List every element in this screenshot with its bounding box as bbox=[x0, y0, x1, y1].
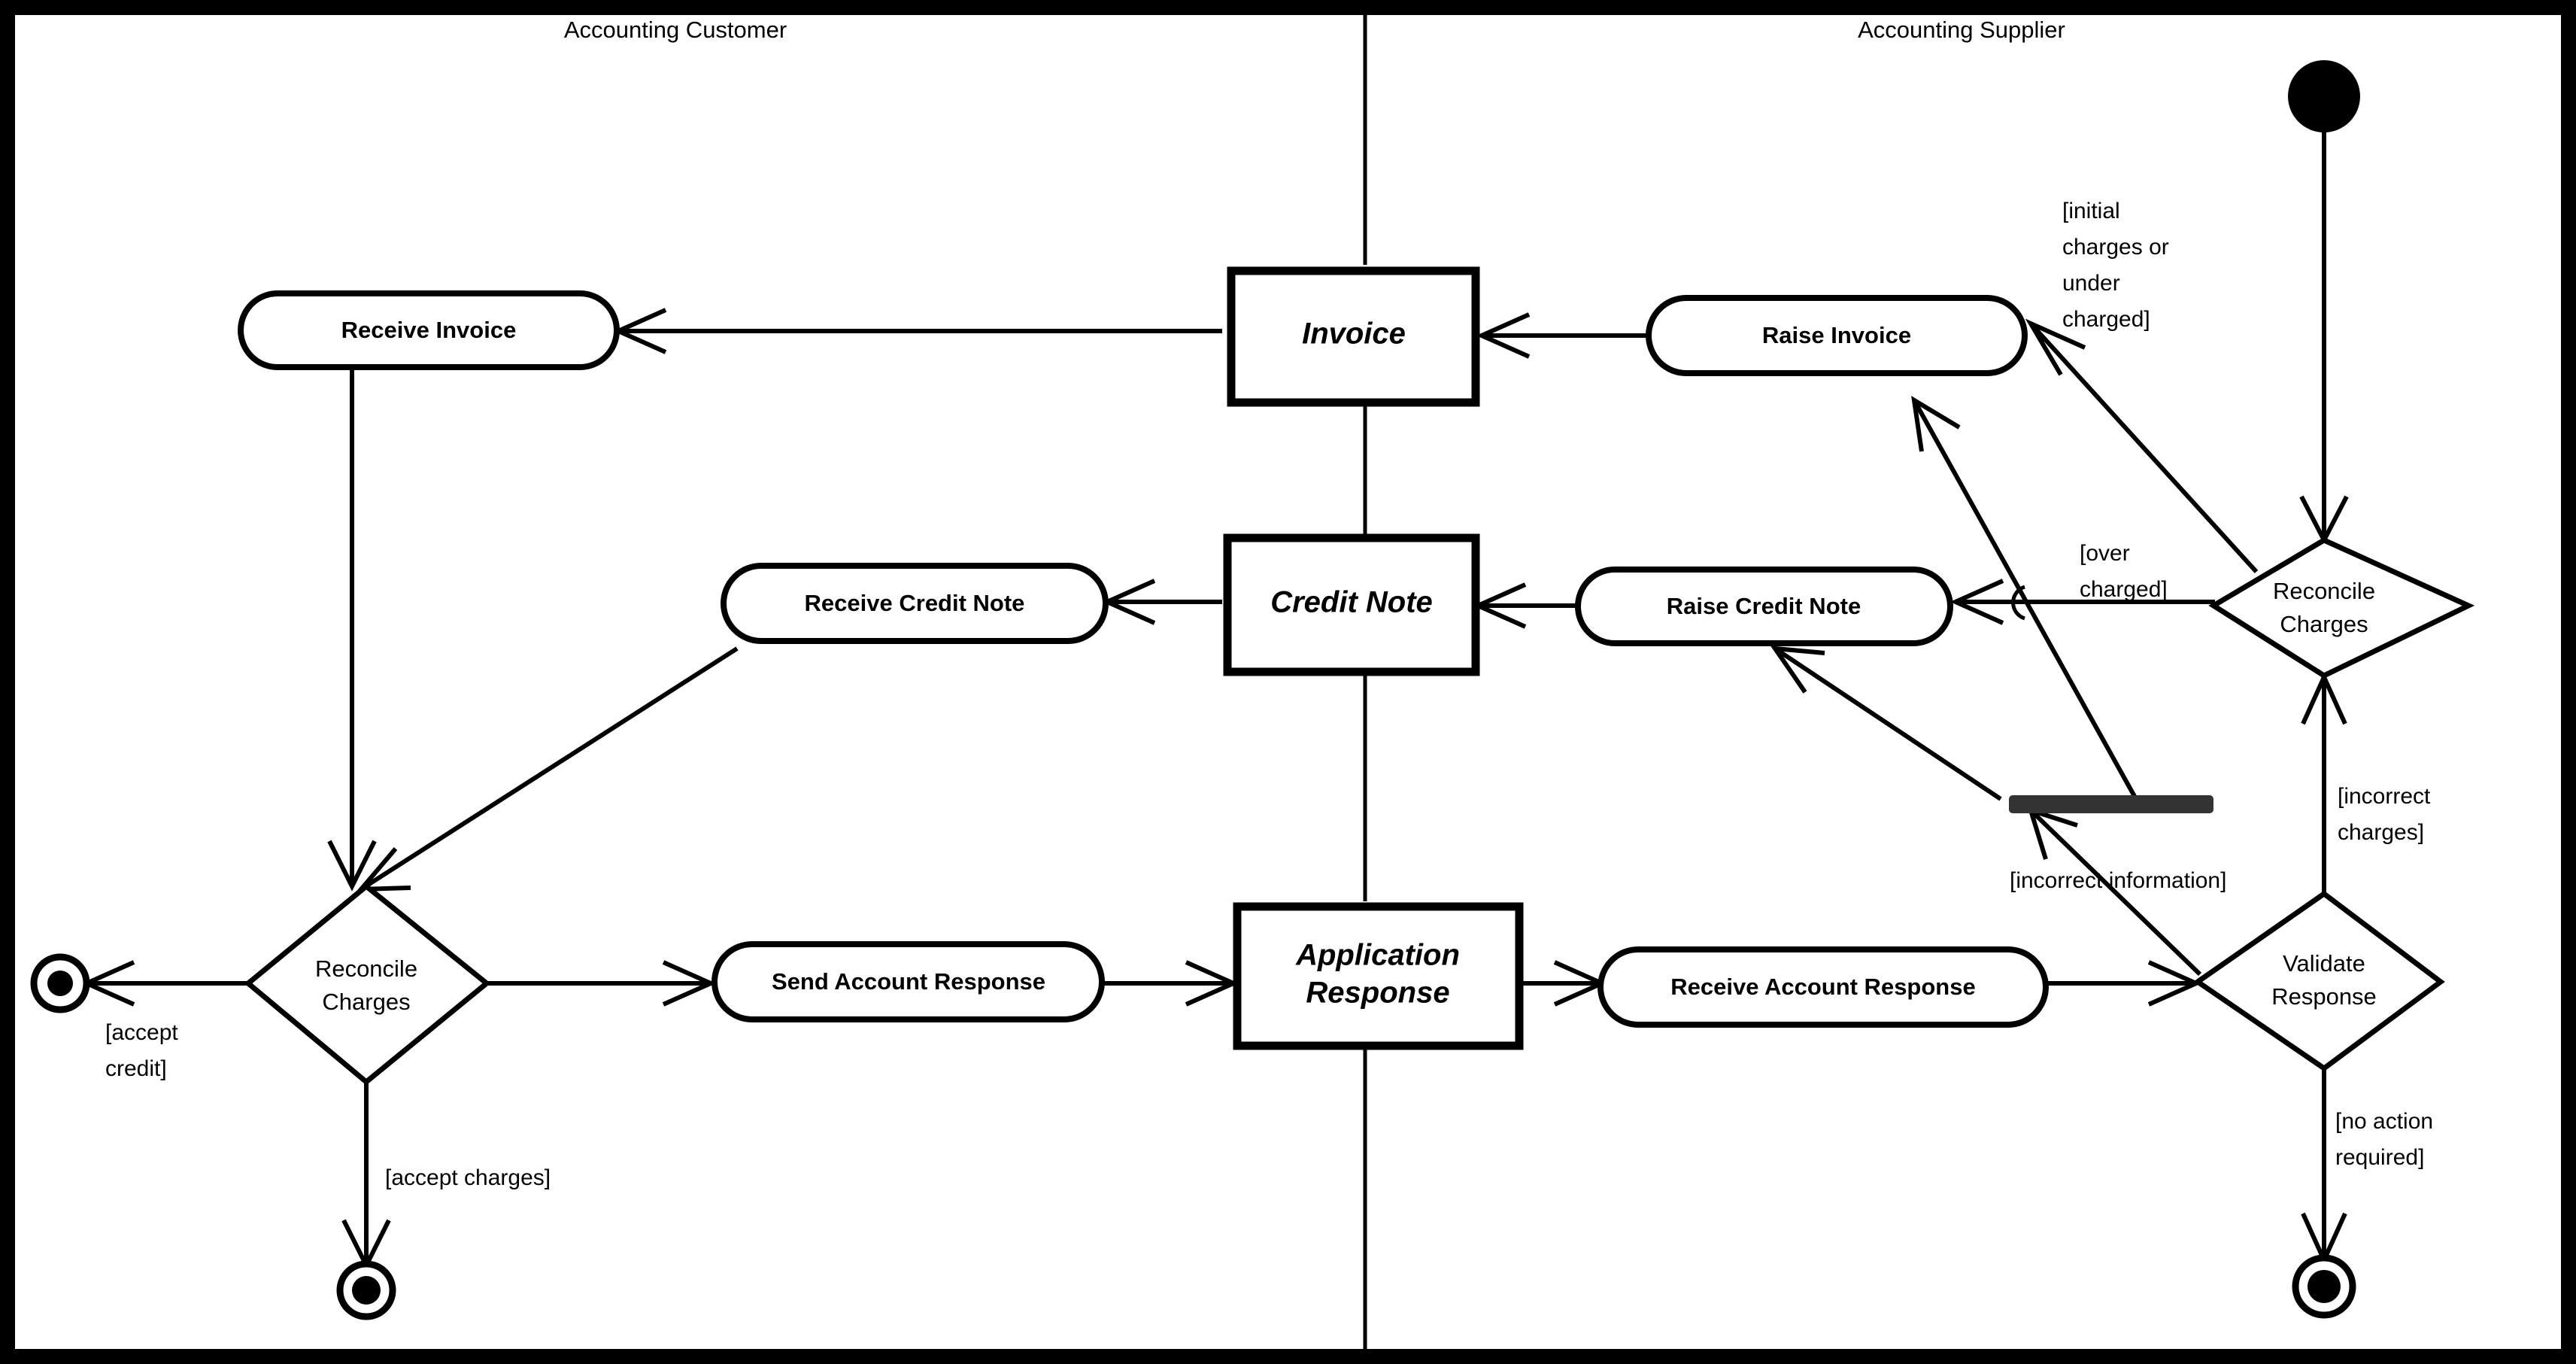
flow-receive-credit-note-to-reconcile-customer bbox=[360, 646, 739, 892]
guard-over-charged: [over charged] bbox=[2080, 541, 2168, 602]
arrowhead-fork-to-raise-invoice bbox=[1911, 396, 1961, 452]
action-receive-credit-note[interactable]: Receive Credit Note bbox=[721, 563, 1109, 644]
decision-validate-response-line2: Response bbox=[2271, 983, 2377, 1010]
final-node-accept-credit bbox=[30, 953, 90, 1013]
guard-incorrect-charges: [incorrect charges] bbox=[2338, 784, 2431, 845]
svg-text:required]: required] bbox=[2335, 1145, 2424, 1170]
svg-text:[no action: [no action bbox=[2335, 1109, 2433, 1134]
action-receive-invoice[interactable]: Receive Invoice bbox=[238, 290, 620, 370]
flow-fork-to-raise-invoice bbox=[1912, 399, 2138, 800]
action-raise-invoice[interactable]: Raise Invoice bbox=[1646, 295, 2028, 376]
svg-text:[incorrect information]: [incorrect information] bbox=[2010, 868, 2226, 893]
object-credit-note-label: Credit Note bbox=[1270, 586, 1433, 619]
object-application-response-label-line1: Application bbox=[1295, 939, 1460, 972]
decision-validate-response[interactable]: Validate Response bbox=[2192, 890, 2445, 1072]
svg-text:[initial: [initial bbox=[2062, 199, 2120, 223]
lane-title-supplier: Accounting Supplier bbox=[1858, 17, 2065, 43]
svg-text:charges or: charges or bbox=[2062, 235, 2169, 260]
action-receive-credit-note-label: Receive Credit Note bbox=[805, 590, 1025, 616]
svg-text:charged]: charged] bbox=[2080, 577, 2168, 602]
guard-incorrect-information: [incorrect information] bbox=[2010, 868, 2226, 893]
object-application-response[interactable]: Application Response bbox=[1233, 902, 1524, 1050]
action-send-account-response-label: Send Account Response bbox=[772, 968, 1045, 995]
arrowhead-raise-invoice-to-invoice bbox=[1476, 312, 1531, 359]
action-raise-credit-note-label: Raise Credit Note bbox=[1667, 593, 1861, 619]
guard-accept-credit: [accept credit] bbox=[105, 1020, 178, 1081]
action-raise-invoice-label: Raise Invoice bbox=[1762, 322, 1911, 348]
decision-reconcile-charges-supplier[interactable]: Reconcile Charges bbox=[2208, 537, 2475, 679]
final-node-accept-charges bbox=[336, 1260, 396, 1320]
svg-text:[accept: [accept bbox=[105, 1020, 178, 1045]
object-invoice-label: Invoice bbox=[1302, 317, 1406, 351]
arrowhead-fork-to-raise-credit-note bbox=[1770, 646, 1825, 694]
guard-no-action-required: [no action required] bbox=[2335, 1109, 2433, 1170]
join-fork-bar bbox=[2009, 795, 2213, 813]
action-raise-credit-note[interactable]: Raise Credit Note bbox=[1575, 567, 1953, 646]
action-send-account-response[interactable]: Send Account Response bbox=[712, 941, 1105, 1022]
svg-text:charges]: charges] bbox=[2338, 820, 2424, 845]
decision-reconcile-charges-customer[interactable]: Reconcile Charges bbox=[244, 882, 491, 1086]
flow-fork-to-raise-credit-note bbox=[1773, 646, 2002, 801]
flow-validate-to-fork bbox=[2028, 808, 2202, 977]
arrowhead-reconcile-to-raise-invoice bbox=[2025, 318, 2086, 376]
arrowhead-receive-invoice-to-reconcile-customer bbox=[327, 840, 377, 892]
action-receive-account-response[interactable]: Receive Account Response bbox=[1597, 946, 2049, 1028]
svg-text:charged]: charged] bbox=[2062, 307, 2150, 332]
decision-reconcile-charges-supplier-line2: Charges bbox=[2280, 611, 2368, 637]
decision-validate-response-line1: Validate bbox=[2283, 950, 2365, 977]
object-invoice[interactable]: Invoice bbox=[1227, 266, 1480, 407]
flow-reconcile-to-raise-invoice bbox=[2028, 321, 2259, 574]
svg-text:[accept charges]: [accept charges] bbox=[385, 1165, 551, 1190]
decision-reconcile-charges-customer-line2: Charges bbox=[322, 989, 410, 1015]
svg-text:[over: [over bbox=[2080, 541, 2130, 566]
final-node-no-action bbox=[2292, 1254, 2356, 1319]
guard-initial-charges: [initial charges or under charged] bbox=[2062, 199, 2169, 332]
initial-node bbox=[2288, 60, 2360, 132]
lane-title-customer: Accounting Customer bbox=[564, 17, 787, 43]
svg-text:[incorrect: [incorrect bbox=[2338, 784, 2431, 809]
decision-reconcile-charges-supplier-line1: Reconcile bbox=[2273, 578, 2375, 604]
decision-reconcile-charges-customer-line1: Reconcile bbox=[315, 955, 417, 982]
guard-accept-charges: [accept charges] bbox=[385, 1165, 551, 1190]
svg-text:under: under bbox=[2062, 271, 2120, 296]
object-application-response-label-line2: Response bbox=[1306, 977, 1449, 1010]
arrowhead-reconcile-customer-to-send-account-response bbox=[662, 960, 717, 1007]
svg-text:credit]: credit] bbox=[105, 1056, 167, 1081]
action-receive-invoice-label: Receive Invoice bbox=[341, 317, 517, 343]
action-receive-account-response-label: Receive Account Response bbox=[1670, 974, 1975, 1000]
object-credit-note[interactable]: Credit Note bbox=[1223, 533, 1480, 676]
arrowhead-reconcile-to-raise-credit-note bbox=[1949, 579, 2004, 625]
